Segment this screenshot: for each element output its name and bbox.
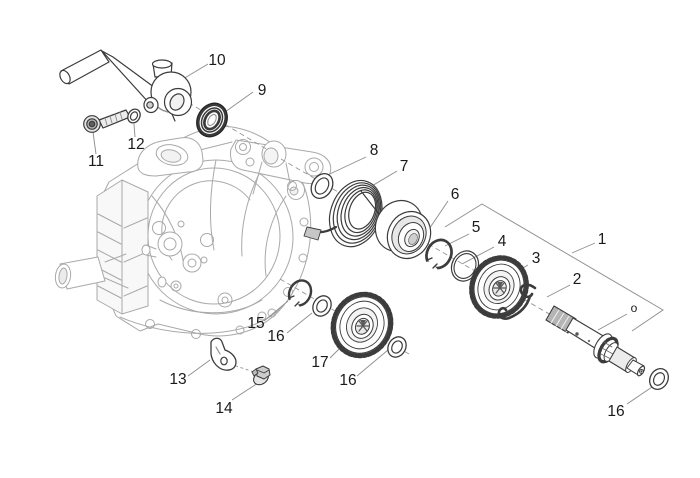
part-12-washer [127,108,141,124]
callout-12: 12 [127,136,144,153]
leader-12 [133,123,136,138]
callout-4: 4 [498,233,507,250]
leader-2 [546,284,571,298]
spring-tang [360,190,380,215]
part-7-return-spring [303,179,383,248]
part-1-kick-starter-shaft [545,305,646,377]
part-6-starter-pulley [374,199,432,260]
leader-16b [356,349,389,377]
spring-foot [303,226,322,241]
callout-10: 10 [208,52,226,69]
leader-13 [187,359,211,377]
lever-pedal-cap [59,69,71,85]
part-16-washer-a [312,295,332,317]
part-10-kick-start-lever [59,49,193,122]
part-5-circlip [425,238,453,273]
leader-16a [286,312,313,334]
callout-5: 5 [472,219,481,236]
callout-7: 7 [400,158,409,175]
part-16-washer-b [387,336,407,358]
callout-16-right: 16 [607,403,624,420]
callout-o-marker: o [631,301,638,315]
part-3-gear [469,255,529,319]
leader-o [597,313,628,331]
leader-4 [461,246,495,265]
callout-11: 11 [88,153,104,170]
leader-15 [263,300,289,322]
lever-clamp-bore [169,93,185,111]
callout-1: 1 [598,231,607,248]
bolt-shank [98,109,131,129]
leader-1 [571,242,596,254]
callout-8: 8 [370,142,379,159]
callout-16-left: 16 [267,328,284,345]
callout-9: 9 [258,82,267,99]
parts [59,49,669,390]
leader-11 [92,131,97,155]
callout-14: 14 [215,400,233,417]
leader-10 [182,63,209,80]
part-16-washer-c [649,368,669,390]
callout-3: 3 [532,250,541,267]
axis-bracket-bolt [229,363,255,373]
callout-17: 17 [311,354,328,371]
callout-2: 2 [573,271,582,288]
callout-labels: 10 9 11 12 8 7 6 5 4 3 2 1 o 15 16 17 16… [88,52,638,420]
part-2-spring-clip [497,283,537,320]
callout-13: 13 [169,371,186,388]
part-15-circlip [287,279,313,310]
callout-16-middle: 16 [339,372,356,389]
callout-6: 6 [451,186,460,203]
leader-9 [224,91,254,113]
bolt-tip [251,368,259,377]
part-9-oil-seal [196,102,228,138]
crankcase-drawing [54,126,332,339]
part-13-bracket [210,337,237,371]
leader-16c [626,386,653,405]
part-11-bolt [83,109,131,133]
callout-15: 15 [247,315,264,332]
part-8-washer [310,173,334,199]
part-14-bolt [251,365,271,386]
bracket-1 [444,203,664,332]
part-17-idler-gear [330,291,394,359]
